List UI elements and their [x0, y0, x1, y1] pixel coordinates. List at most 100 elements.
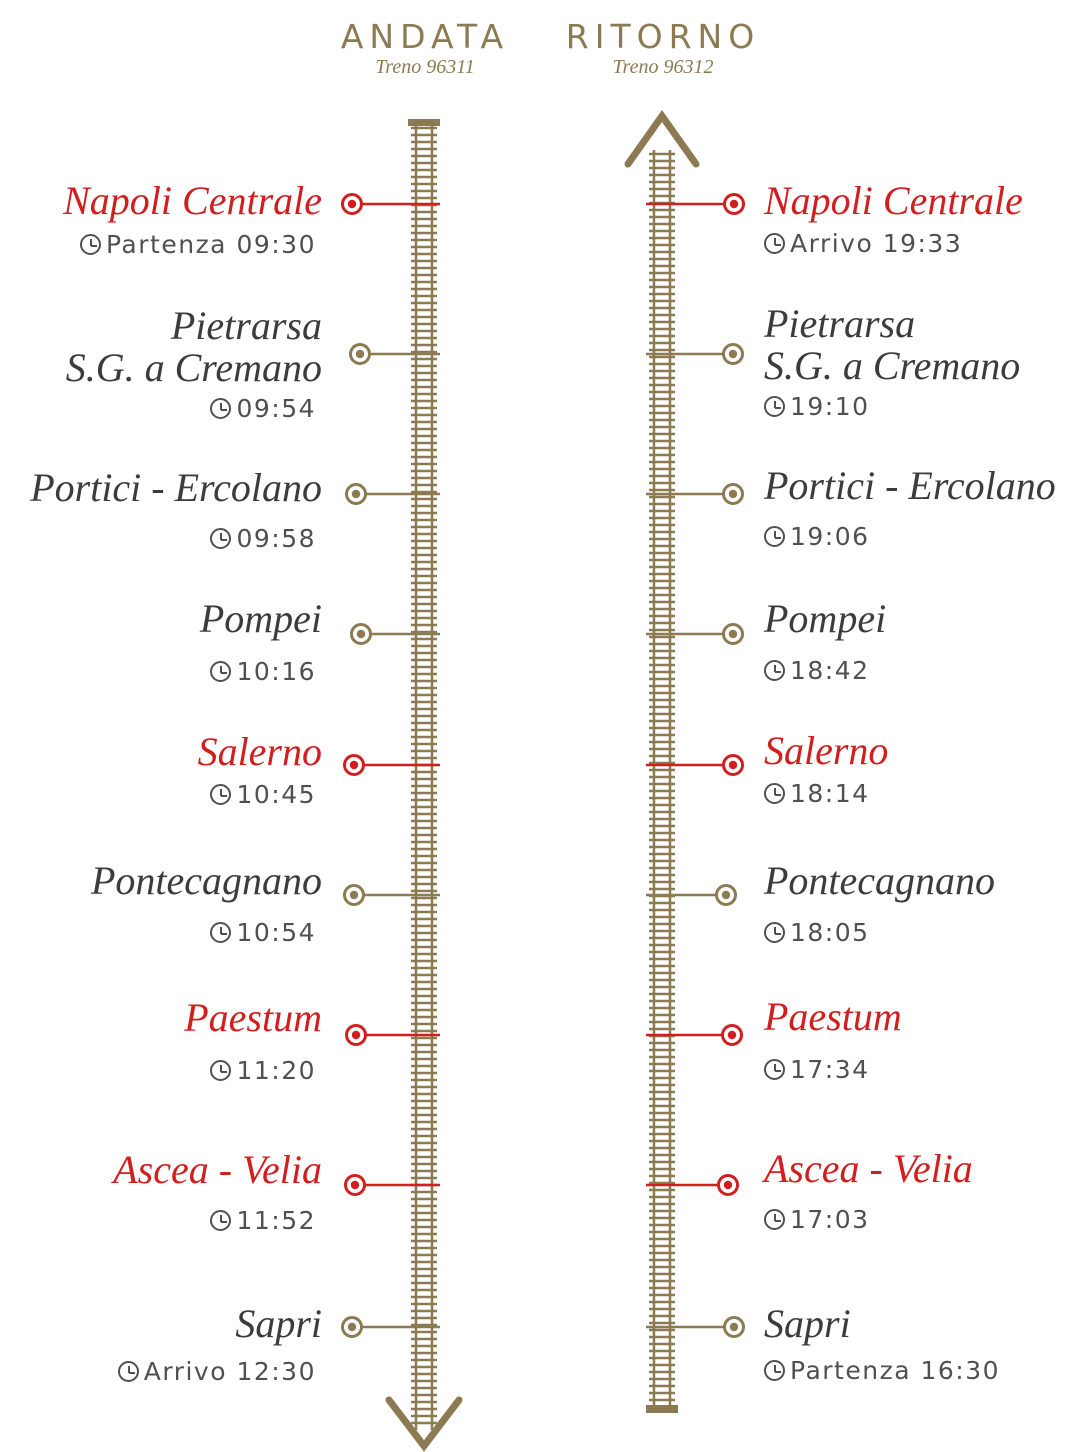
clock-icon [764, 1360, 785, 1381]
time-value: 09:54 [236, 394, 316, 423]
station-marker-icon [350, 623, 372, 645]
time-value: Partenza 16:30 [790, 1356, 1001, 1385]
outbound-station-name: Portici - Ercolano [30, 467, 322, 509]
station-marker-icon-dot [728, 489, 738, 499]
station-marker-icon [341, 1316, 363, 1338]
outbound-station-time: 09:54 [210, 394, 316, 423]
outbound-station-name: Pompei [200, 598, 322, 640]
outbound-track-start-cap [408, 119, 440, 126]
station-marker-icon-dot [355, 349, 365, 359]
outbound-station-name: Napoli Centrale [63, 180, 322, 222]
return-station-time: 17:03 [764, 1205, 870, 1234]
station-marker-icon [343, 884, 365, 906]
clock-icon [79, 234, 101, 255]
time-value: 18:14 [790, 779, 870, 808]
station-name-line: S.G. a Cremano [65, 345, 322, 390]
return-station-name: Paestum [764, 996, 902, 1038]
return-station-name: Napoli Centrale [764, 180, 1023, 222]
station-marker-icon-dot [723, 1180, 733, 1190]
return-station-name: Salerno [764, 730, 888, 772]
clock-icon [210, 528, 232, 549]
time-value: 11:20 [236, 1056, 316, 1085]
time-value: 17:03 [790, 1205, 870, 1234]
station-marker-icon [344, 1174, 366, 1196]
clock-icon [764, 783, 785, 804]
return-station-name: Pontecagnano [764, 860, 995, 902]
return-station-time: Partenza 16:30 [764, 1356, 1000, 1385]
station-name-line: Pontecagnano [764, 858, 996, 903]
clock-icon [764, 233, 785, 254]
time-value: 19:06 [790, 522, 870, 551]
station-name-line: Portici - Ercolano [764, 463, 1056, 508]
time-value: 19:10 [790, 392, 870, 421]
return-track [649, 150, 675, 1409]
clock-icon [764, 1059, 785, 1080]
time-value: Arrivo 19:33 [790, 229, 963, 258]
station-marker-icon-dot [351, 489, 361, 499]
station-marker-icon-dot [728, 760, 738, 770]
return-header: RITORNO Treno 96312 [552, 14, 774, 78]
station-marker-icon-dot [721, 890, 731, 900]
station-name-line: Pompei [764, 596, 887, 641]
clock-icon [210, 922, 232, 943]
time-value: 18:42 [790, 656, 870, 685]
station-marker-icon [343, 754, 365, 776]
time-value: 10:16 [236, 657, 316, 686]
station-name-line: Ascea - Velia [764, 1146, 973, 1191]
station-marker-icon-dot [728, 629, 738, 639]
outbound-header: ANDATA Treno 96311 [320, 14, 530, 78]
station-marker-icon [717, 1174, 739, 1196]
station-name-line: S.G. a Cremano [764, 343, 1021, 388]
time-value: 18:05 [790, 918, 870, 947]
station-name-line: Portici - Ercolano [30, 465, 322, 510]
outbound-station-time: 11:52 [210, 1206, 316, 1235]
clock-icon [117, 1361, 139, 1382]
outbound-station-time: 11:20 [210, 1056, 316, 1085]
clock-icon [210, 398, 232, 419]
outbound-station-name: Salerno [198, 731, 322, 773]
outbound-station-name: Pontecagnano [91, 860, 322, 902]
outbound-track [411, 124, 437, 1430]
station-marker-icon [723, 193, 745, 215]
station-marker-icon [345, 483, 367, 505]
outbound-train-number: Treno 96311 [375, 56, 475, 78]
station-name-line: Napoli Centrale [764, 178, 1023, 223]
return-station-time: 18:42 [764, 656, 870, 685]
station-marker-icon-dot [349, 760, 359, 770]
clock-icon [764, 922, 785, 943]
station-name-line: Paestum [764, 994, 902, 1039]
station-name-line: Pietrarsa [170, 303, 322, 348]
time-value: 10:45 [236, 780, 316, 809]
clock-icon [764, 1209, 785, 1230]
outbound-station-time: Arrivo 12:30 [117, 1357, 316, 1386]
return-track-end-cap [646, 1405, 678, 1413]
station-marker-icon [722, 623, 744, 645]
station-marker-icon [345, 1024, 367, 1046]
clock-icon [210, 661, 232, 682]
outbound-station-time: Partenza 09:30 [79, 230, 316, 259]
return-station-time: 18:05 [764, 918, 870, 947]
time-value: 09:58 [236, 524, 316, 553]
clock-icon [210, 1210, 232, 1231]
station-name-line: Salerno [197, 729, 322, 774]
return-station-time: 19:10 [764, 392, 870, 421]
clock-icon [764, 396, 785, 417]
station-marker-icon [722, 483, 744, 505]
station-name-line: Pietrarsa [764, 301, 916, 346]
return-station-time: 19:06 [764, 522, 870, 551]
time-value: 17:34 [790, 1055, 870, 1084]
station-name-line: Ascea - Velia [113, 1147, 322, 1192]
station-marker-icon [722, 343, 744, 365]
outbound-station-time: 09:58 [210, 524, 316, 553]
return-title: RITORNO [565, 17, 761, 56]
station-name-line: Pompei [199, 596, 322, 641]
return-station-time: 18:14 [764, 779, 870, 808]
return-station-name: Pompei [764, 598, 886, 640]
time-value: 10:54 [236, 918, 316, 947]
station-marker-icon-dot [729, 199, 739, 209]
station-marker-icon-dot [356, 629, 366, 639]
outbound-station-time: 10:54 [210, 918, 316, 947]
